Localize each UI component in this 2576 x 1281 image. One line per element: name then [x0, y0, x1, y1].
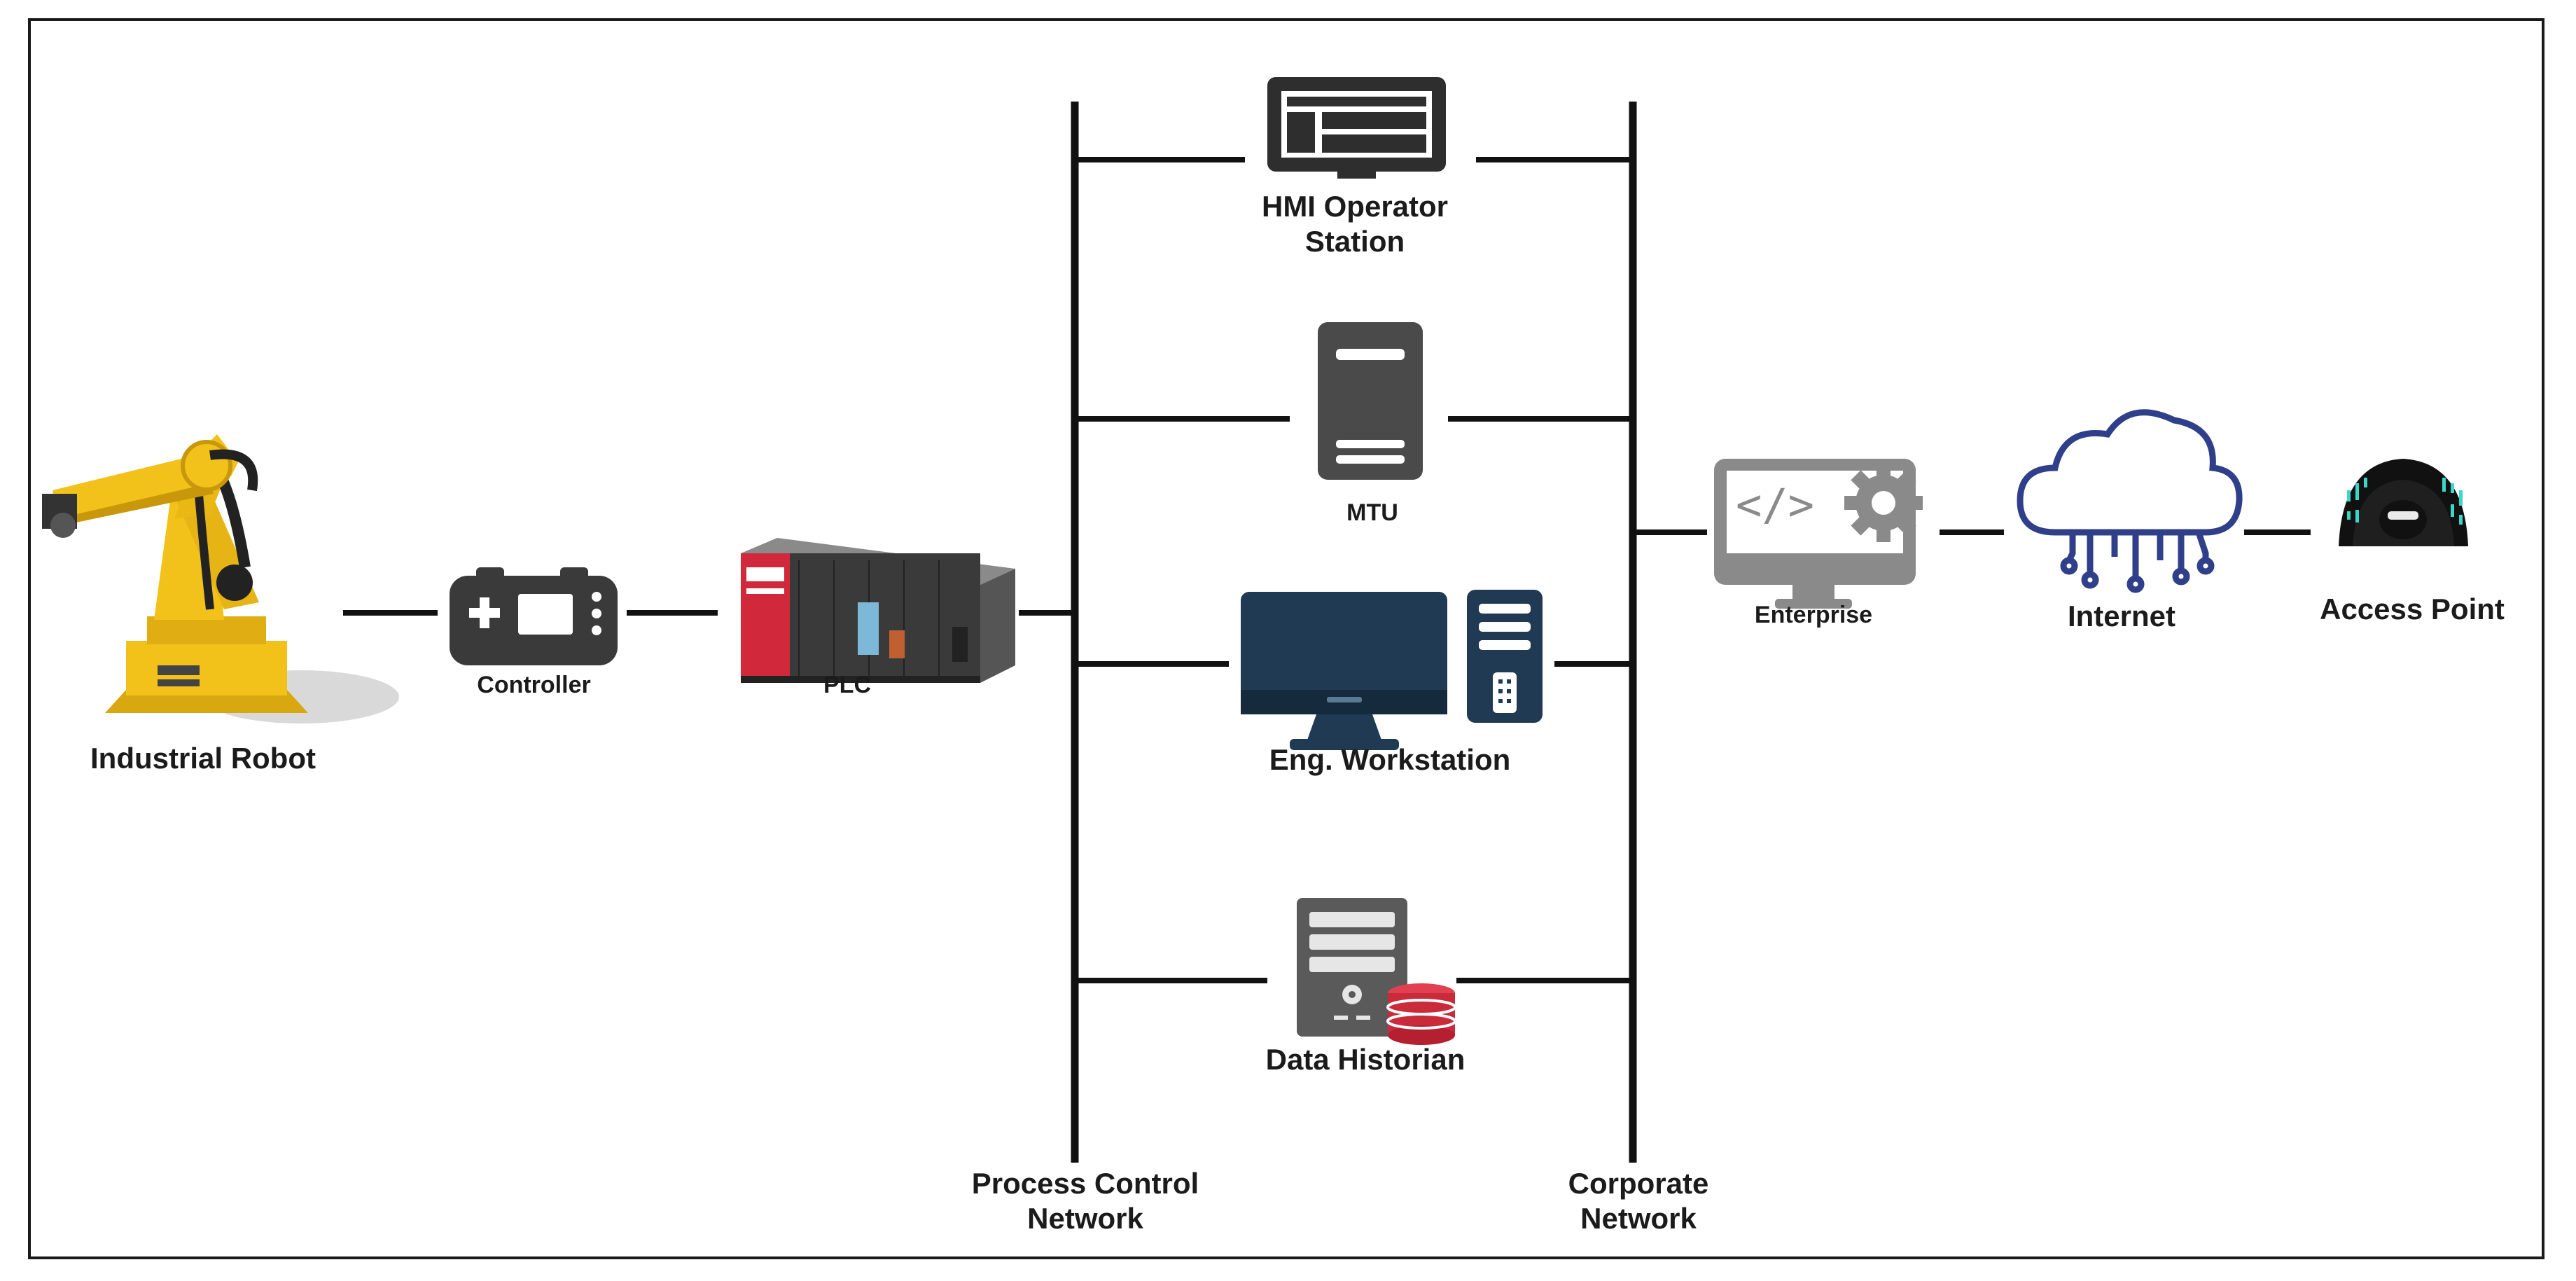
label-process-line-1: Process Control	[971, 1167, 1199, 1200]
svg-text:</>: </>	[1736, 479, 1814, 530]
code-monitor-gear-icon: </>	[1714, 459, 1923, 609]
label-process-control-network: Process Control Network	[903, 1166, 1267, 1237]
label-corporate-network: Corporate Network	[1505, 1166, 1771, 1237]
label-plc: PLC	[823, 672, 871, 698]
label-controller: Controller	[477, 672, 591, 698]
label-enterprise: Enterprise	[1754, 602, 1873, 628]
server-tower-icon	[1318, 322, 1423, 480]
label-hmi-line-2: Station	[1304, 225, 1405, 258]
label-data-historian: Data Historian	[1265, 1043, 1465, 1076]
label-corporate-line-2: Network	[1580, 1202, 1697, 1235]
connection-lines	[343, 102, 2311, 1163]
label-mtu: MTU	[1346, 499, 1398, 526]
label-process-line-2: Network	[1027, 1202, 1143, 1235]
label-hmi-operator-station: HMI Operator Station	[1204, 189, 1505, 260]
diagram-frame	[28, 18, 2544, 1259]
cloud-network-icon	[2017, 409, 2243, 593]
label-eng-workstation: Eng. Workstation	[1269, 743, 1511, 776]
plc-rack-icon	[741, 538, 1015, 683]
hacker-hooded-icon	[2339, 459, 2468, 546]
controller-icon	[450, 567, 618, 665]
label-access-point: Access Point	[2320, 593, 2505, 625]
robot-arm-icon	[42, 434, 399, 723]
database-server-icon	[1297, 898, 1456, 1045]
workstation-icon	[1241, 590, 1543, 750]
label-industrial-robot: Industrial Robot	[90, 742, 316, 775]
label-internet: Internet	[2067, 600, 2175, 632]
label-corporate-line-1: Corporate	[1568, 1167, 1709, 1200]
hmi-panel-icon	[1267, 77, 1446, 179]
label-hmi-line-1: HMI Operator	[1261, 190, 1449, 223]
